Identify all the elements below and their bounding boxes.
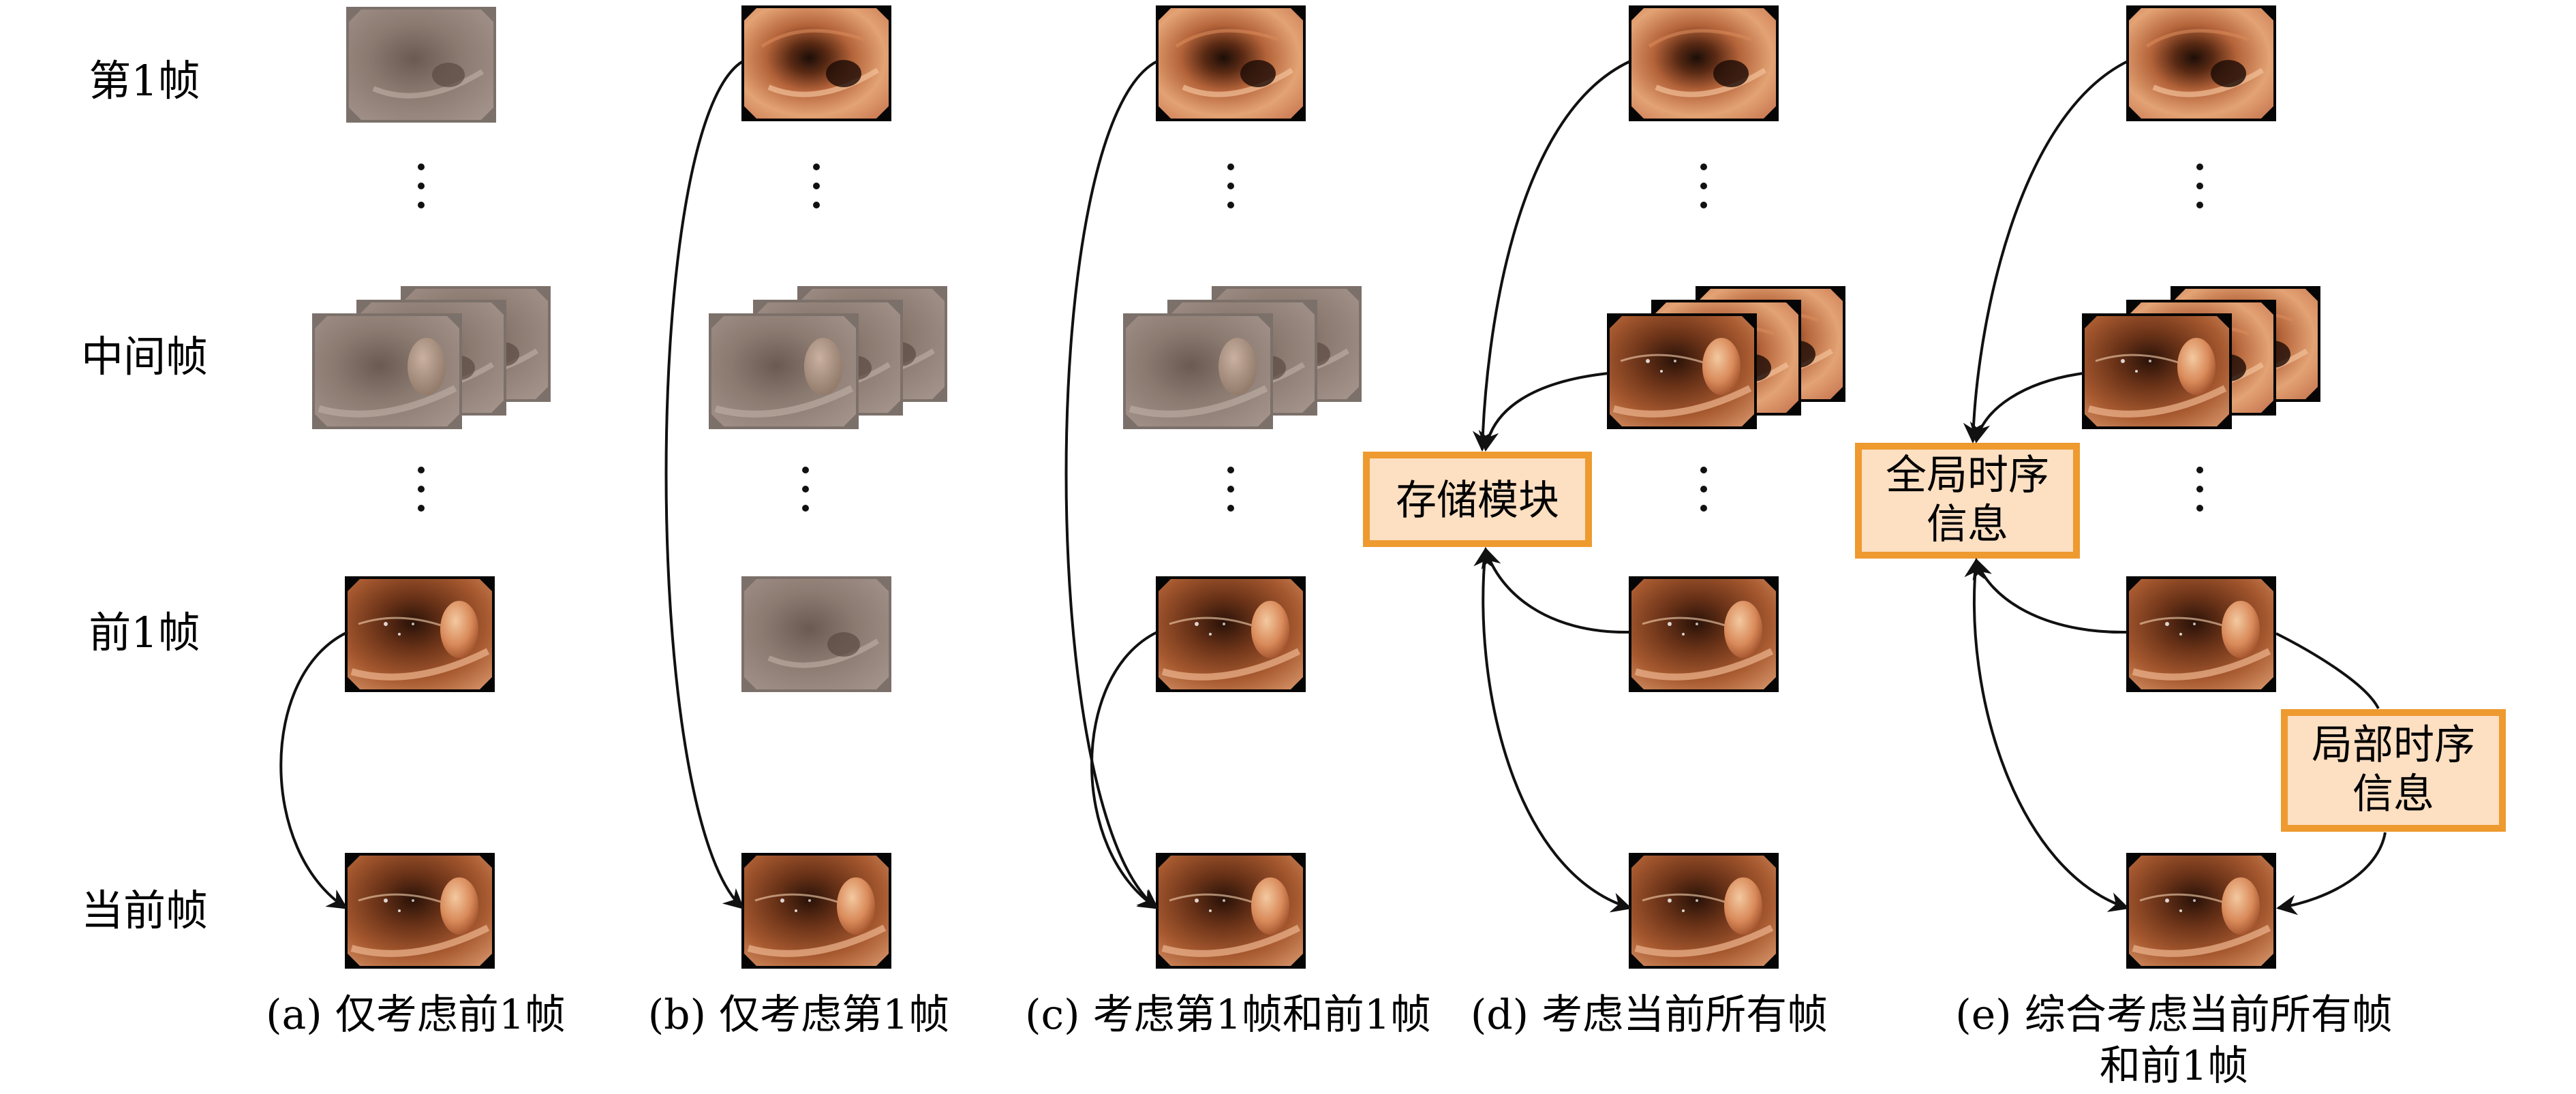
line-prev-to-local-e	[2275, 632, 2380, 709]
ellipsis-b2	[802, 467, 809, 512]
column-a: (a) 仅考虑前1帧	[266, 7, 566, 1039]
frame-previous-d	[1629, 576, 1779, 692]
arrow-first-to-current-c	[1064, 60, 1159, 909]
column-b: (b) 仅考虑第1帧	[648, 5, 949, 1039]
row-label-previous-frame: 前1帧	[89, 608, 200, 657]
arrow-middle-to-memory-d	[1478, 372, 1609, 452]
arrow-global-to-current-e	[1964, 558, 2130, 912]
arrow-first-to-global-e	[1963, 60, 2128, 443]
arrow-prev-to-current-c	[1090, 631, 1159, 909]
ellipsis-c1	[1227, 163, 1234, 208]
ellipsis-a2	[418, 467, 425, 512]
frame-previous-b	[741, 576, 891, 692]
arrow-middle-to-global-e	[1969, 372, 2084, 443]
ellipsis-c2	[1227, 467, 1234, 512]
frame-previous-e	[2126, 576, 2276, 692]
ellipsis-d2	[1700, 467, 1707, 512]
ellipsis-d1	[1700, 163, 1707, 208]
frame-current-b	[741, 853, 891, 969]
global-temporal-label-line2: 信息	[1927, 501, 2008, 548]
caption-d: (d) 考虑当前所有帧	[1471, 991, 1828, 1039]
frame-first-c	[1156, 5, 1306, 121]
column-e: 全局时序 信息 局部时序 信息 (e) 综合考虑当前所有帧 和前1帧	[1855, 5, 2506, 1090]
frame-stack-middle-c	[1123, 286, 1362, 429]
arrow-prev-to-current-a	[279, 631, 348, 909]
frame-first-d	[1629, 5, 1779, 121]
frame-stack-middle-b	[709, 286, 947, 429]
column-d: 存储模块 (d) 考虑当前所有帧	[1363, 5, 1845, 1039]
local-temporal-label-line1: 局部时序	[2312, 721, 2475, 769]
frame-current-d	[1629, 853, 1779, 969]
frame-current-a	[345, 853, 495, 969]
frame-stack-middle-a	[312, 286, 551, 429]
arrow-prev-to-memory-d	[1481, 547, 1631, 634]
row-label-first-frame: 第1帧	[89, 56, 200, 106]
caption-e-line2: 和前1帧	[2100, 1042, 2248, 1090]
arrow-local-to-current-e	[2276, 832, 2387, 916]
frame-first-a	[346, 7, 496, 123]
frame-current-c	[1156, 853, 1306, 969]
arrow-first-to-memory-d	[1472, 60, 1631, 452]
caption-a: (a) 仅考虑前1帧	[266, 991, 566, 1039]
ellipsis-a1	[418, 163, 425, 208]
caption-b: (b) 仅考虑第1帧	[648, 991, 949, 1039]
frame-current-e	[2126, 853, 2276, 969]
frame-previous-a	[345, 576, 495, 692]
arrow-memory-to-current-d	[1473, 547, 1632, 913]
frame-first-e	[2126, 5, 2276, 121]
caption-e-line1: (e) 综合考虑当前所有帧	[1955, 991, 2392, 1039]
row-label-middle-frames: 中间帧	[81, 332, 208, 381]
frame-previous-c	[1156, 576, 1306, 692]
memory-module-box	[1363, 452, 1592, 547]
ellipsis-e2	[2196, 467, 2203, 512]
global-temporal-label-line1: 全局时序	[1886, 452, 2049, 499]
caption-c: (c) 考虑第1帧和前1帧	[1025, 991, 1431, 1039]
local-temporal-label-line2: 信息	[2352, 770, 2434, 818]
frame-stack-middle-e	[2082, 286, 2320, 429]
arrow-first-to-current-b	[664, 60, 745, 909]
frame-stack-middle-d	[1607, 286, 1845, 429]
global-temporal-box	[1855, 443, 2080, 559]
ellipsis-b1	[813, 163, 820, 208]
ellipsis-e1	[2196, 163, 2203, 208]
row-label-current-frame: 当前帧	[81, 886, 208, 935]
memory-module-label: 存储模块	[1396, 477, 1559, 525]
local-temporal-box	[2281, 709, 2506, 832]
frame-first-b	[741, 5, 891, 121]
column-c: (c) 考虑第1帧和前1帧	[1025, 5, 1431, 1039]
arrow-prev-to-global-e	[1972, 558, 2128, 634]
